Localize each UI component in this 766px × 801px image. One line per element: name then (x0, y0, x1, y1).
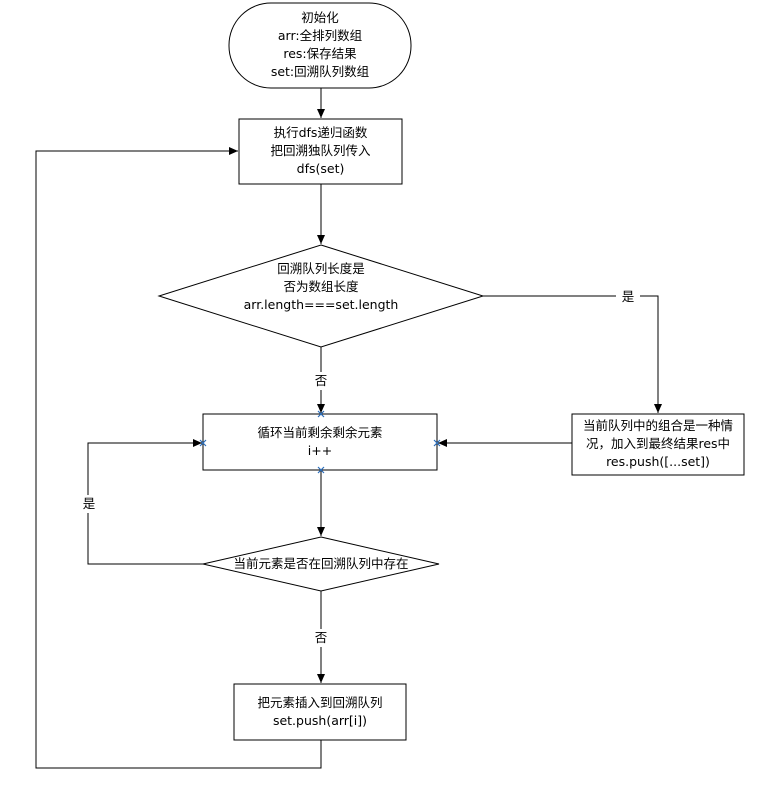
push-result-label: 当前队列中的组合是一种情 况，加入到最终结果res中 res.push([...… (582, 418, 733, 469)
insert-process-box (233, 683, 407, 741)
insert-label: 把元素插入到回溯队列 set.push(arr[i]) (257, 695, 383, 728)
loop-label: 循环当前剩余剩余元素 i++ (257, 425, 383, 458)
length-check-label: 回溯队列长度是 否为数组长度 arr.length===set.length (243, 261, 399, 312)
edge-insert-back-to-dfs (35, 147, 322, 769)
dfs-label: 执行dfs递归函数 把回溯独队列传入 dfs(set) (270, 125, 371, 176)
init-terminator (228, 2, 412, 89)
dfs-process-box (238, 118, 403, 185)
exists-check-label: 当前元素是否在回溯队列中存在 (233, 556, 409, 571)
edge-check-yes-to-push (483, 295, 662, 413)
edge-label-yes-right: 是 (616, 288, 640, 306)
edge-label-no-down: 否 (309, 372, 333, 390)
push-result-box (571, 413, 745, 476)
init-label: 初始化 arr:全排列数组 res:保存结果 set:回溯队列数组 (270, 10, 370, 79)
edge-label-yes-left: 是 (77, 495, 101, 513)
connection-markers (199, 410, 441, 474)
edge-exists-yes-to-loop (87, 439, 203, 565)
edge-label-no-down-2: 否 (309, 629, 333, 647)
loop-process-box (202, 413, 438, 471)
